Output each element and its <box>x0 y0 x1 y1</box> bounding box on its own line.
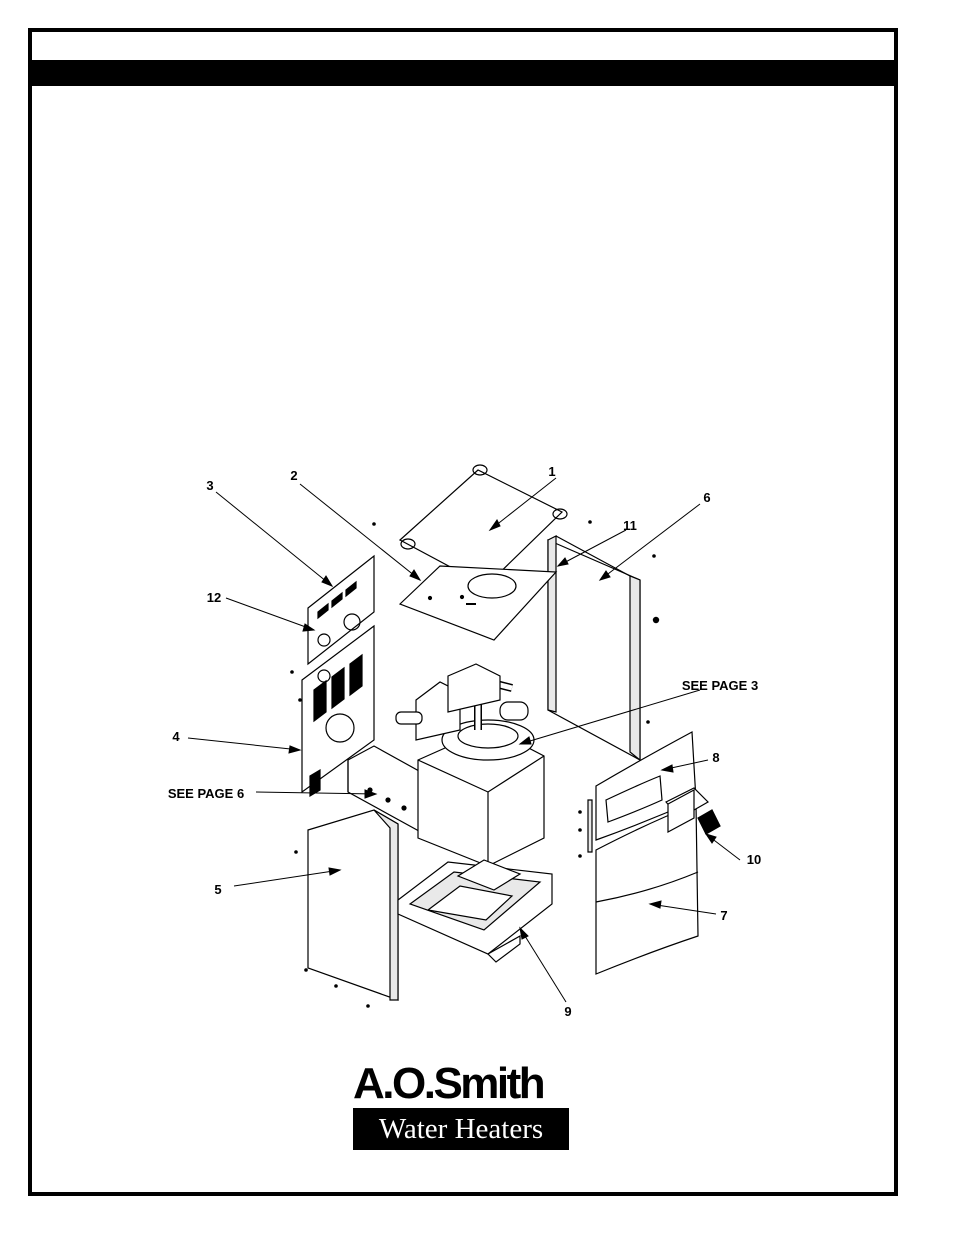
part-7-door <box>595 803 699 975</box>
callout-see-page-6: SEE PAGE 6 <box>168 786 244 801</box>
logo-brand-name: A.O.Smith <box>353 1059 546 1108</box>
callout-labels: 1 2 3 6 11 12 SEE PAGE 3 4 8 SEE PAGE 6 … <box>168 464 761 1019</box>
callout-6: 6 <box>703 490 710 505</box>
brand-logo: A.O.Smith Water Heaters <box>353 1062 571 1150</box>
burner-assembly <box>395 663 545 867</box>
logo-tagline: Water Heaters <box>353 1108 569 1150</box>
callout-12: 12 <box>207 590 221 605</box>
callout-2: 2 <box>290 468 297 483</box>
part-9-base <box>397 859 553 963</box>
screws <box>290 520 660 1008</box>
callout-9: 9 <box>564 1004 571 1019</box>
part-2-top-plate <box>398 565 558 641</box>
part-5-lower-panel <box>307 809 399 1001</box>
callout-see-page-3: SEE PAGE 3 <box>682 678 758 693</box>
callout-1: 1 <box>548 464 555 479</box>
callout-5: 5 <box>214 882 221 897</box>
callout-11: 11 <box>623 518 637 533</box>
part-4-front-panel <box>301 624 375 798</box>
callout-3: 3 <box>206 478 213 493</box>
callout-4: 4 <box>172 729 180 744</box>
part-8-bezel <box>587 731 697 853</box>
callout-8: 8 <box>712 750 719 765</box>
part-10-display <box>665 787 721 835</box>
leader-lines <box>187 477 741 1003</box>
part-3-upper-panel <box>307 554 375 666</box>
header-bar <box>32 60 894 86</box>
callout-7: 7 <box>720 908 727 923</box>
callout-10: 10 <box>747 852 761 867</box>
part-6-side-panel <box>547 535 641 762</box>
